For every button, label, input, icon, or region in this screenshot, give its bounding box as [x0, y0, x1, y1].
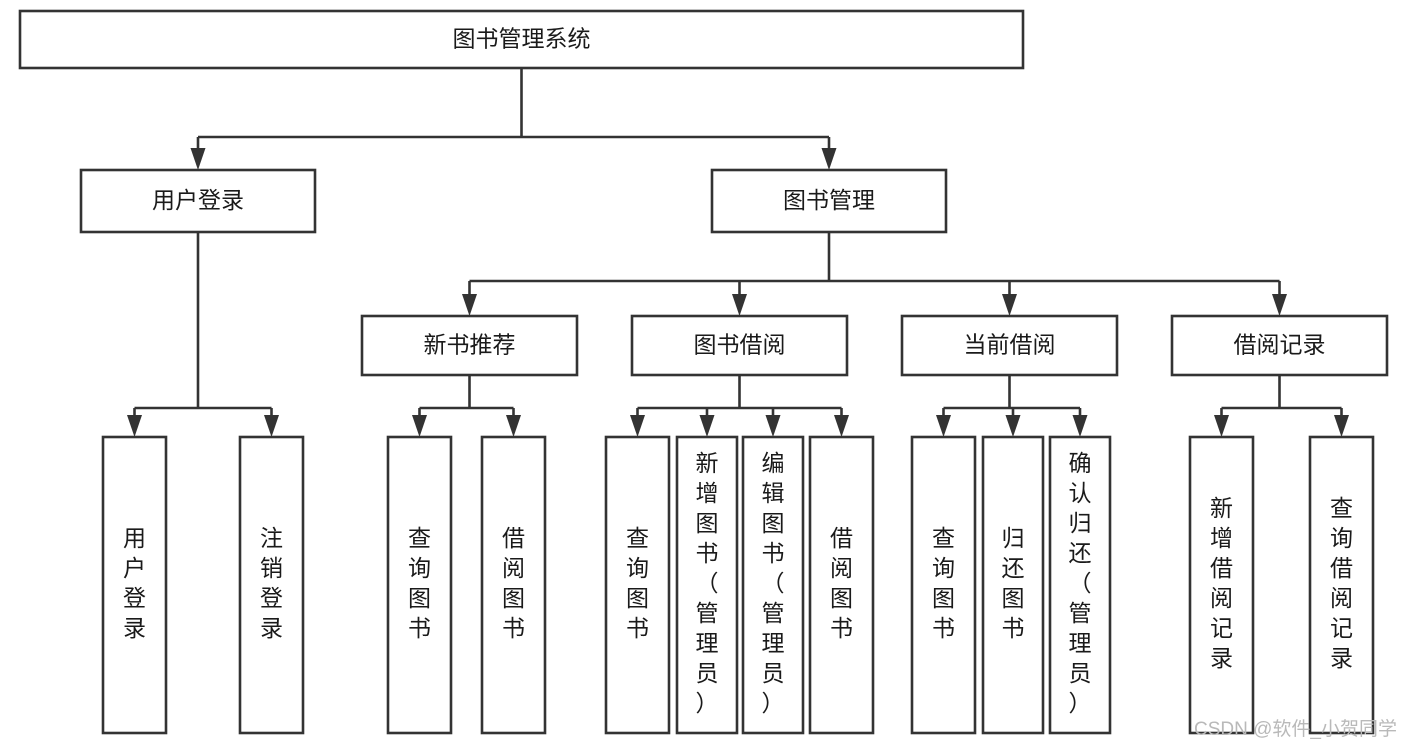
node-label: 确认归还（管理员） — [1069, 450, 1092, 716]
arrow-head-icon — [1214, 415, 1229, 437]
node-user-login[interactable]: 用户登录 — [79, 168, 317, 234]
node-leaf-query-record[interactable]: 查询借阅记录 — [1308, 435, 1375, 735]
node-leaf-add-record[interactable]: 新增借阅记录 — [1188, 435, 1255, 735]
connector-group — [1214, 375, 1349, 437]
node-box — [675, 435, 739, 735]
node-label: 当前借阅 — [964, 332, 1056, 358]
node-label: 查询图书 — [626, 525, 649, 641]
node-box — [480, 435, 547, 735]
node-box — [79, 168, 317, 234]
connector-group — [936, 375, 1088, 437]
arrow-head-icon — [1334, 415, 1349, 437]
connector-group — [190, 68, 837, 170]
node-label: 借阅图书 — [830, 525, 853, 641]
arrow-head-icon — [630, 415, 645, 437]
arrow-head-icon — [834, 415, 849, 437]
node-book-manage[interactable]: 图书管理 — [710, 168, 948, 234]
node-box — [710, 168, 948, 234]
arrow-head-icon — [1005, 415, 1021, 437]
node-label: 新书推荐 — [424, 332, 516, 358]
node-leaf-borrow-book-2[interactable]: 借阅图书 — [808, 435, 875, 735]
node-label: 新增借阅记录 — [1210, 495, 1233, 671]
node-label: 借阅图书 — [502, 525, 525, 641]
node-box — [900, 314, 1119, 377]
node-current-borrow[interactable]: 当前借阅 — [900, 314, 1119, 377]
node-label: 新增图书（管理员） — [696, 450, 719, 716]
node-label: 图书管理 — [783, 187, 875, 213]
node-box — [808, 435, 875, 735]
connector-group — [127, 232, 279, 437]
node-box — [386, 435, 453, 735]
connector-group — [630, 375, 849, 437]
node-label: 查询图书 — [932, 525, 955, 641]
node-label: 归还图书 — [1002, 525, 1025, 641]
node-label: 查询图书 — [408, 525, 431, 641]
node-box — [238, 435, 305, 735]
node-borrow-record[interactable]: 借阅记录 — [1170, 314, 1389, 377]
node-root[interactable]: 图书管理系统 — [18, 9, 1025, 70]
connectors-layer — [127, 68, 1349, 437]
node-new-book-rec[interactable]: 新书推荐 — [360, 314, 579, 377]
node-book-borrow[interactable]: 图书借阅 — [630, 314, 849, 377]
node-label: 图书借阅 — [694, 332, 786, 358]
node-label: 编辑图书（管理员） — [762, 450, 785, 716]
node-box — [1048, 435, 1112, 735]
nodes-layer: 图书管理系统用户登录图书管理新书推荐图书借阅当前借阅借阅记录用户登录注销登录查询… — [18, 9, 1389, 735]
arrow-head-icon — [699, 415, 715, 437]
arrow-head-icon — [127, 415, 142, 437]
node-leaf-user-login[interactable]: 用户登录 — [101, 435, 168, 735]
arrow-head-icon — [765, 415, 781, 437]
node-leaf-borrow-book-1[interactable]: 借阅图书 — [480, 435, 547, 735]
node-label: 用户登录 — [152, 187, 244, 213]
node-box — [1170, 314, 1389, 377]
connector-group — [412, 375, 521, 437]
node-leaf-edit-book[interactable]: 编辑图书（管理员） — [741, 435, 805, 735]
node-label: 查询借阅记录 — [1330, 495, 1353, 671]
connector-group — [462, 232, 1287, 316]
arrow-head-icon — [412, 415, 427, 437]
node-label: 注销登录 — [260, 525, 283, 641]
arrow-head-icon — [506, 415, 521, 437]
node-box — [604, 435, 671, 735]
node-box — [101, 435, 168, 735]
arrow-head-icon — [264, 415, 279, 437]
arrow-head-icon — [190, 148, 206, 170]
node-box — [18, 9, 1025, 70]
node-leaf-add-book[interactable]: 新增图书（管理员） — [675, 435, 739, 735]
node-label: 图书管理系统 — [453, 26, 591, 52]
node-box — [360, 314, 579, 377]
node-box — [910, 435, 977, 735]
arrow-head-icon — [1272, 294, 1287, 316]
arrow-head-icon — [1072, 415, 1088, 437]
arrow-head-icon — [462, 294, 477, 316]
node-label: 借阅记录 — [1234, 332, 1326, 358]
arrow-head-icon — [821, 148, 837, 170]
node-box — [630, 314, 849, 377]
node-leaf-confirm-return[interactable]: 确认归还（管理员） — [1048, 435, 1112, 735]
arrow-head-icon — [1002, 294, 1017, 316]
node-box — [1188, 435, 1255, 735]
arrow-head-icon — [732, 294, 747, 316]
node-box — [741, 435, 805, 735]
node-leaf-query-book-3[interactable]: 查询图书 — [910, 435, 977, 735]
node-leaf-return-book[interactable]: 归还图书 — [981, 435, 1045, 735]
node-leaf-query-book-2[interactable]: 查询图书 — [604, 435, 671, 735]
node-label: 用户登录 — [123, 525, 146, 641]
node-box — [1308, 435, 1375, 735]
arrow-head-icon — [936, 415, 951, 437]
node-leaf-logout[interactable]: 注销登录 — [238, 435, 305, 735]
node-leaf-query-book-1[interactable]: 查询图书 — [386, 435, 453, 735]
node-box — [981, 435, 1045, 735]
